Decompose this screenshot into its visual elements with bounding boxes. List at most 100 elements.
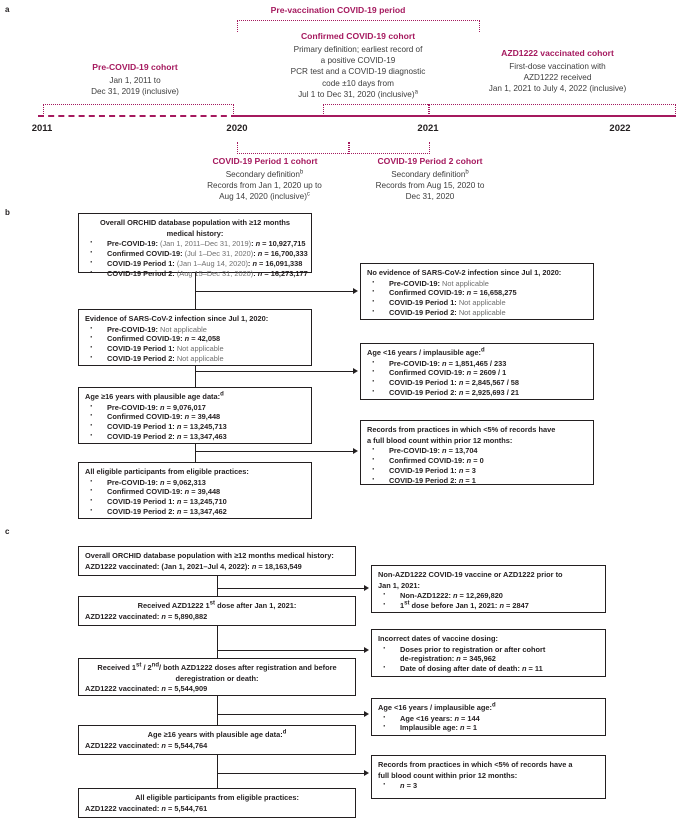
period1-footnote-b: b bbox=[299, 169, 304, 176]
precovid-line-1: Jan 1, 2011 to bbox=[109, 76, 161, 85]
b-box1-list: Pre-COVID-19: (Jan 1, 2011–Dec 31, 2019)… bbox=[85, 238, 308, 278]
period1-bracket bbox=[237, 142, 350, 154]
c-connector-v1 bbox=[217, 576, 218, 596]
precovid-cohort-body: Jan 1, 2011 to Dec 31, 2019 (inclusive) bbox=[40, 75, 230, 97]
c-rbox4-header2: full blood count within prior 12 months: bbox=[378, 770, 518, 780]
b-box1-header: Overall ORCHID database population with … bbox=[99, 218, 291, 227]
b-box2-list: Pre-COVID-19: Not applicable Confirmed C… bbox=[85, 324, 305, 364]
list-item: COVID-19 Period 1: n = 3 bbox=[367, 465, 587, 476]
confirmed-line-1: Primary definition; earliest record of bbox=[293, 45, 423, 54]
c-connector-h2 bbox=[217, 650, 364, 651]
list-item: COVID-19 Period 1: Not applicable bbox=[85, 343, 305, 354]
period1-line-2: Records from Jan 1, 2020 up to bbox=[207, 181, 322, 191]
c-rbox2-list: Doses prior to registration or after coh… bbox=[378, 644, 599, 674]
list-item: Confirmed COVID-19: n = 0 bbox=[367, 455, 587, 466]
confirmed-line-4: code ±10 days from bbox=[322, 78, 394, 88]
list-item: COVID-19 Period 1: n = 13,245,713 bbox=[85, 421, 305, 432]
b-connector-v2 bbox=[195, 366, 196, 387]
b-box-overall-population: Overall ORCHID database population with … bbox=[78, 213, 312, 278]
b-box3-header: Age ≥16 years with plausible age data:d bbox=[85, 391, 224, 401]
list-item: Pre-COVID-19: n = 13,704 bbox=[367, 445, 587, 456]
period2-footnote-b: b bbox=[465, 169, 469, 176]
b-rbox1-header: No evidence of SARS-CoV-2 infection sinc… bbox=[367, 268, 562, 277]
list-item: Pre-COVID-19: Not applicable bbox=[85, 324, 305, 335]
list-item: Age <16 years: n = 144 bbox=[378, 713, 599, 724]
c-box-incorrect-dates: Incorrect dates of vaccine dosing: Doses… bbox=[371, 629, 606, 677]
c-rbox1-list: Non-AZD1222: n = 12,269,820 1st dose bef… bbox=[378, 590, 599, 611]
b-rbox1-list: Pre-COVID-19: Not applicable Confirmed C… bbox=[367, 278, 587, 318]
list-item: Confirmed COVID-19: n = 42,058 bbox=[85, 333, 305, 344]
b-arrow-1 bbox=[353, 287, 358, 294]
confirmed-cohort-title: Confirmed COVID-19 cohort bbox=[300, 31, 416, 41]
list-item: Non-AZD1222: n = 12,269,820 bbox=[378, 590, 599, 601]
list-item: COVID-19 Period 2: Not applicable bbox=[85, 353, 305, 364]
period1-footnote-c: c bbox=[306, 191, 310, 198]
c-box-non-azd1222: Non-AZD1222 COVID-19 vaccine or AZD1222 … bbox=[371, 565, 606, 613]
c-box-doses-after-registration: Received 1st / 2nd/ both AZD1222 doses a… bbox=[78, 658, 356, 696]
c-rbox2-header: Incorrect dates of vaccine dosing: bbox=[378, 634, 498, 643]
b-rbox3-list: Pre-COVID-19: n = 13,704 Confirmed COVID… bbox=[367, 445, 587, 485]
c-connector-v2 bbox=[217, 626, 218, 658]
b-box-practices-fbc: Records from practices in which <5% of r… bbox=[360, 420, 594, 485]
b-box4-header: All eligible participants from eligible … bbox=[85, 467, 249, 476]
b-arrow-3 bbox=[353, 447, 358, 454]
list-item: 1st dose before Jan 1, 2021: n = 2847 bbox=[378, 600, 599, 611]
confirmed-line-2: a positive COVID-19 bbox=[320, 56, 396, 66]
b-rbox3-header2: a full blood count within prior 12 month… bbox=[367, 435, 513, 445]
confirmed-footnote-marker: a bbox=[414, 89, 418, 96]
list-item: Confirmed COVID-19: n = 16,658,275 bbox=[367, 287, 587, 298]
c-box-age-under16: Age <16 years / implausible age:d Age <1… bbox=[371, 698, 606, 736]
b-arrow-2 bbox=[353, 367, 358, 374]
b-box-evidence-infection: Evidence of SARS-CoV-2 infection since J… bbox=[78, 309, 312, 366]
c-connector-h4 bbox=[217, 773, 364, 774]
period2-line-1: Secondary definitionb bbox=[391, 169, 469, 179]
panel-a-timeline: a Pre-vaccination COVID-19 period Confir… bbox=[0, 0, 676, 205]
c-arrow-4 bbox=[364, 769, 369, 776]
confirmed-line-3: PCR test and a COVID-19 diagnostic bbox=[290, 67, 426, 77]
b-box-eligible-participants: All eligible participants from eligible … bbox=[78, 462, 312, 519]
precovid-cohort-bracket bbox=[43, 104, 234, 116]
period2-cohort-body: Secondary definitionb Records from Aug 1… bbox=[340, 169, 520, 203]
list-item: COVID-19 Period 2: n = 2,925,693 / 21 bbox=[367, 387, 587, 398]
b-box-age-under16: Age <16 years / implausible age:d Pre-CO… bbox=[360, 343, 594, 400]
c-connector-h1 bbox=[217, 588, 364, 589]
list-item: COVID-19 Period 1: Not applicable bbox=[367, 297, 587, 308]
c-box-overall-population: Overall ORCHID database population with … bbox=[78, 546, 356, 576]
list-item: Confirmed COVID-19: n = 2609 / 1 bbox=[367, 367, 587, 378]
b-box2-header: Evidence of SARS-CoV-2 infection since J… bbox=[85, 314, 269, 323]
c-rbox3-header: Age <16 years / implausible age:d bbox=[378, 702, 496, 712]
list-item: COVID-19 Period 2: n = 13,347,463 bbox=[85, 431, 305, 442]
b-rbox2-header: Age <16 years / implausible age:d bbox=[367, 347, 485, 357]
period1-cohort-title: COVID-19 Period 1 cohort bbox=[212, 156, 318, 166]
c-box1-header: Overall ORCHID database population with … bbox=[85, 551, 334, 560]
azd1222-line-1: First-dose vaccination with bbox=[509, 62, 606, 71]
panel-letter-c: c bbox=[5, 527, 10, 536]
confirmed-cohort-body: Primary definition; earliest record of a… bbox=[253, 44, 463, 100]
timeline-axis bbox=[38, 115, 676, 117]
period2-cohort-title: COVID-19 Period 2 cohort bbox=[377, 156, 483, 166]
list-item: Doses prior to registration or after coh… bbox=[378, 644, 599, 665]
azd1222-line-2: AZD1222 received bbox=[523, 73, 592, 83]
c-box2-header: Received AZD1222 1st dose after Jan 1, 2… bbox=[137, 600, 297, 610]
timeline-year-2022: 2022 bbox=[609, 123, 631, 134]
period1-cohort-body: Secondary definitionb Records from Jan 1… bbox=[168, 169, 361, 203]
c-connector-v4 bbox=[217, 755, 218, 788]
b-connector-h1 bbox=[195, 291, 353, 292]
c-box-received-first-dose: Received AZD1222 1st dose after Jan 1, 2… bbox=[78, 596, 356, 626]
c-box5-header: All eligible participants from eligible … bbox=[135, 793, 299, 802]
c-connector-h3 bbox=[217, 714, 364, 715]
c-box1-sub: AZD1222 vaccinated: (Jan 1, 2021–Jul 4, … bbox=[85, 561, 302, 571]
b-box1-header2: medical history: bbox=[166, 228, 224, 238]
list-item: n = 3 bbox=[378, 780, 599, 791]
b-box3-list: Pre-COVID-19: n = 9,076,017 Confirmed CO… bbox=[85, 402, 305, 442]
c-connector-v3 bbox=[217, 696, 218, 725]
c-box5-sub: AZD1222 vaccinated: n = 5,544,761 bbox=[85, 803, 208, 813]
c-box-age-plausible: Age ≥16 years with plausible age data:d … bbox=[78, 725, 356, 755]
list-item: Pre-COVID-19: n = 1,851,465 / 233 bbox=[367, 358, 587, 369]
timeline-year-2011: 2011 bbox=[31, 123, 53, 134]
c-box3-sub: AZD1222 vaccinated: n = 5,544,909 bbox=[85, 684, 208, 694]
list-item: Confirmed COVID-19: (Jul 1–Dec 31, 2020)… bbox=[85, 248, 308, 259]
c-rbox1-header: Non-AZD1222 COVID-19 vaccine or AZD1222 … bbox=[378, 570, 563, 579]
b-connector-h2 bbox=[195, 371, 353, 372]
list-item: Pre-COVID-19: n = 9,076,017 bbox=[85, 402, 305, 413]
